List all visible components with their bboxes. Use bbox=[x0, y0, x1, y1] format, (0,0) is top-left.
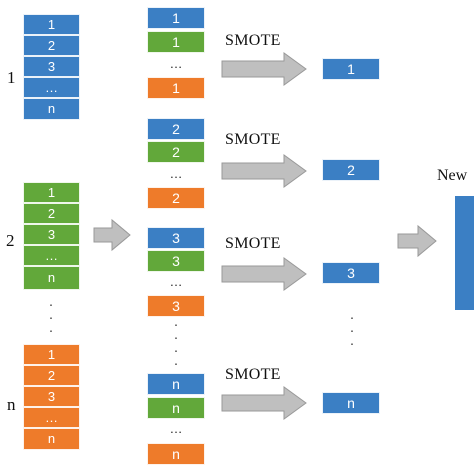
arrow-icon bbox=[397, 224, 437, 258]
new-label: New bbox=[437, 167, 468, 184]
middle-cell: 3 bbox=[147, 295, 205, 317]
ellipsis: … bbox=[169, 421, 183, 436]
source-cell: 1 bbox=[23, 182, 80, 203]
group-label-2: 2 bbox=[6, 231, 15, 250]
source-cell: 1 bbox=[23, 14, 80, 35]
new-dataset-bar bbox=[455, 196, 474, 310]
ellipsis: … bbox=[169, 56, 183, 71]
middle-cell: 3 bbox=[147, 250, 205, 272]
arrow-icon bbox=[221, 386, 307, 420]
ellipsis: … bbox=[169, 274, 183, 289]
vertical-ellipsis: ... bbox=[350, 308, 354, 349]
vertical-ellipsis: .... bbox=[174, 315, 178, 369]
middle-cell: 2 bbox=[147, 118, 205, 140]
vertical-ellipsis: ... bbox=[49, 295, 53, 336]
source-cell: 2 bbox=[23, 35, 80, 56]
source-cell: 2 bbox=[23, 365, 80, 386]
group-label-1: 1 bbox=[7, 68, 16, 87]
smote-label: SMOTE bbox=[225, 235, 281, 252]
source-cell: … bbox=[23, 77, 80, 98]
middle-cell: 3 bbox=[147, 227, 205, 249]
output-box: 1 bbox=[322, 58, 380, 80]
middle-cell: 1 bbox=[147, 7, 205, 29]
arrow-icon bbox=[221, 154, 307, 188]
source-cell: … bbox=[23, 407, 80, 428]
smote-label: SMOTE bbox=[225, 366, 281, 383]
source-cell: … bbox=[23, 245, 80, 266]
source-cell: n bbox=[23, 266, 80, 290]
middle-cell: 1 bbox=[147, 31, 205, 53]
ellipsis: … bbox=[169, 166, 183, 181]
arrow-icon bbox=[93, 218, 131, 252]
middle-cell: n bbox=[147, 373, 205, 395]
middle-cell: n bbox=[147, 397, 205, 419]
source-cell: n bbox=[23, 428, 80, 450]
middle-cell: 1 bbox=[147, 77, 205, 99]
source-cell: n bbox=[23, 98, 80, 120]
arrow-icon bbox=[221, 52, 307, 86]
arrow-icon bbox=[221, 257, 307, 291]
source-cell: 3 bbox=[23, 56, 80, 77]
output-box: 2 bbox=[322, 159, 380, 181]
source-cell: 3 bbox=[23, 386, 80, 407]
source-cell: 3 bbox=[23, 224, 80, 245]
group-label-n: n bbox=[7, 395, 16, 414]
middle-cell: 2 bbox=[147, 187, 205, 209]
smote-label: SMOTE bbox=[225, 32, 281, 49]
middle-cell: n bbox=[147, 443, 205, 465]
smote-label: SMOTE bbox=[225, 131, 281, 148]
middle-cell: 2 bbox=[147, 141, 205, 163]
output-box: n bbox=[322, 392, 380, 414]
source-cell: 1 bbox=[23, 344, 80, 365]
source-cell: 2 bbox=[23, 203, 80, 224]
output-box: 3 bbox=[322, 262, 380, 284]
